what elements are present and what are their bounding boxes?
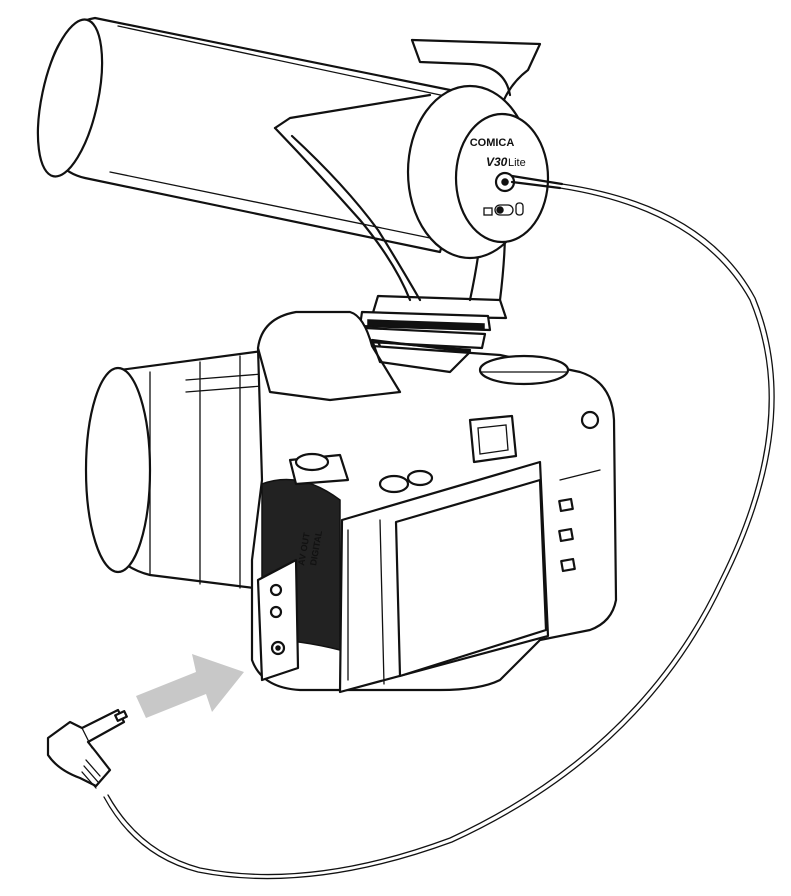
- mic-model-label: V30: [486, 155, 508, 169]
- camera-button: [559, 499, 573, 511]
- microphone: COMICA V30 Lite: [26, 14, 548, 362]
- camera-button: [559, 529, 573, 541]
- camera-button: [408, 471, 432, 485]
- plug-icon: [48, 710, 127, 788]
- microphone-end-cap: COMICA V30 Lite: [408, 86, 548, 258]
- camera-lens: [86, 350, 270, 590]
- camera-button: [380, 476, 408, 492]
- camera: AV OUT DIGITAL: [86, 312, 616, 692]
- mic-model-suffix: Lite: [508, 157, 526, 169]
- viewfinder: [470, 416, 516, 462]
- mic-brand-logo: COMICA: [470, 137, 515, 149]
- camera-button: [561, 559, 575, 571]
- camera-body: AV OUT DIGITAL: [252, 312, 616, 692]
- mic-input-port: [258, 560, 298, 680]
- camera-button: [582, 412, 598, 428]
- microphone-tube: [26, 14, 463, 252]
- camera-button: [296, 454, 328, 470]
- arrow-right-icon: [136, 654, 244, 718]
